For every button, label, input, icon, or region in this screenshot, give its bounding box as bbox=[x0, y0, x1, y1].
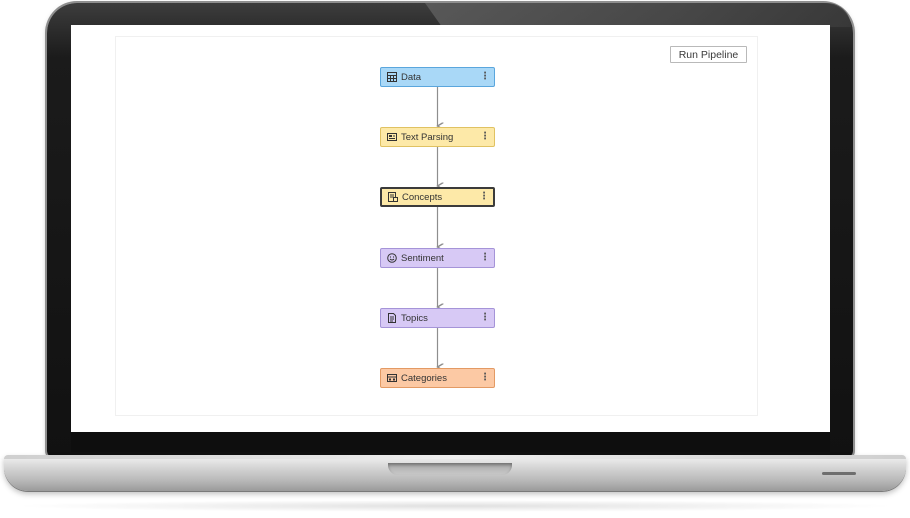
node-menu-icon[interactable]: ⋮ bbox=[480, 131, 490, 142]
laptop-notch bbox=[388, 463, 512, 475]
run-pipeline-button[interactable]: Run Pipeline bbox=[670, 46, 747, 63]
laptop-indicator bbox=[822, 472, 856, 475]
table-icon bbox=[387, 72, 397, 82]
lid-glare bbox=[425, 3, 851, 27]
node-categories[interactable]: Categories ⋮ bbox=[380, 368, 495, 388]
node-menu-icon[interactable]: ⋮ bbox=[479, 191, 489, 202]
node-menu-icon[interactable]: ⋮ bbox=[480, 372, 490, 383]
node-sentiment[interactable]: Sentiment ⋮ bbox=[380, 248, 495, 268]
screen-bezel bbox=[71, 432, 830, 452]
smiley-icon bbox=[387, 253, 397, 263]
categories-icon bbox=[387, 373, 397, 383]
node-label: Categories bbox=[401, 372, 447, 384]
node-concepts[interactable]: Concepts ⋮ bbox=[380, 187, 495, 207]
node-menu-icon[interactable]: ⋮ bbox=[480, 312, 490, 323]
node-label: Text Parsing bbox=[401, 131, 454, 143]
concepts-icon bbox=[388, 192, 398, 202]
node-label: Concepts bbox=[402, 191, 443, 203]
node-menu-icon[interactable]: ⋮ bbox=[480, 71, 490, 82]
node-topics[interactable]: Topics ⋮ bbox=[380, 308, 495, 328]
laptop-shadow bbox=[10, 500, 900, 512]
node-text-parsing[interactable]: Text Parsing ⋮ bbox=[380, 127, 495, 147]
node-menu-icon[interactable]: ⋮ bbox=[480, 252, 490, 263]
parse-icon bbox=[387, 132, 397, 142]
node-label: Sentiment bbox=[401, 252, 444, 264]
node-data[interactable]: Data ⋮ bbox=[380, 67, 495, 87]
laptop-hinge bbox=[4, 455, 906, 459]
node-label: Topics bbox=[401, 312, 428, 324]
document-icon bbox=[387, 313, 397, 323]
node-label: Data bbox=[401, 71, 422, 83]
pipeline-canvas bbox=[115, 36, 758, 416]
